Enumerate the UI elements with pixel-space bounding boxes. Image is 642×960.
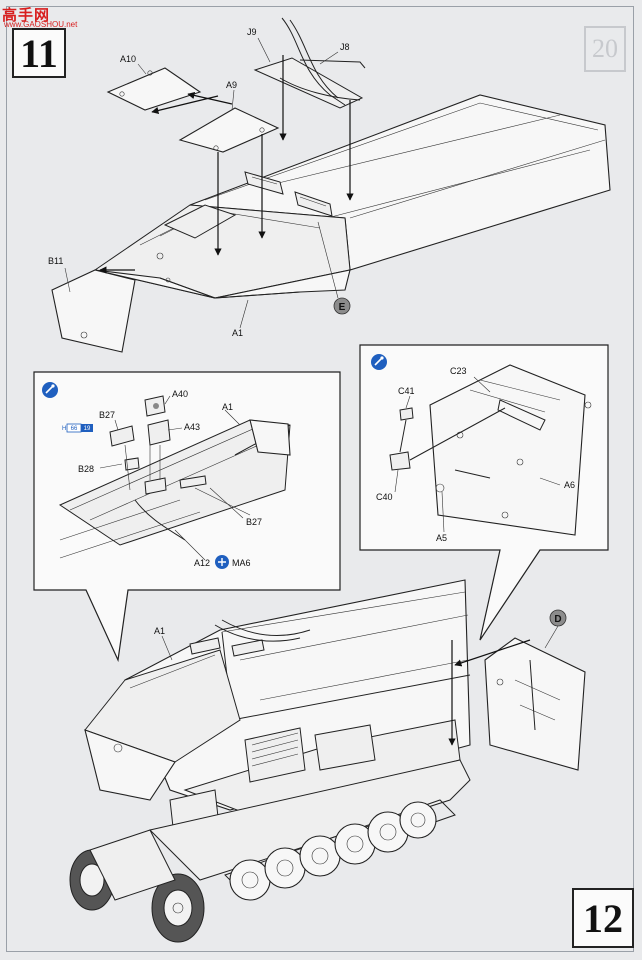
label-j9: J9 (247, 27, 257, 37)
label-a1-top: A1 (232, 328, 243, 338)
label-b27-top: B27 (99, 410, 115, 420)
label-a9: A9 (226, 80, 237, 90)
callout-d-letter: D (554, 614, 561, 625)
detail-box-right: C23 C41 A6 C40 A5 (359, 344, 609, 641)
road-wheels (229, 801, 437, 901)
label-a6: A6 (564, 480, 575, 490)
label-j8: J8 (340, 42, 350, 52)
page-number-ghost: 20 (584, 26, 626, 72)
vision-slot-right (294, 191, 333, 217)
callout-d: D (544, 609, 567, 649)
label-a1-detail: A1 (222, 402, 233, 412)
label-a40: A40 (172, 389, 188, 399)
step12-halftrack-assembly: D A1 (69, 579, 586, 943)
page-border (6, 6, 634, 952)
ref-prefix: H (62, 426, 66, 432)
callout-e: E (333, 297, 351, 315)
label-a5: A5 (436, 533, 447, 543)
rotate-icon (215, 555, 229, 569)
label-a43: A43 (184, 422, 200, 432)
callout-e-letter: E (339, 302, 346, 313)
label-a10: A10 (120, 54, 136, 64)
ref-num: 66 (71, 426, 78, 432)
label-c23: C23 (450, 366, 467, 376)
step-number-12: 12 (572, 888, 634, 948)
ref-step: 19 (84, 426, 91, 432)
label-b28: B28 (78, 464, 94, 474)
label-b11: B11 (48, 256, 63, 266)
vision-slot-left (244, 171, 284, 195)
step11-hull-assembly: A10 A9 J9 J8 B11 A1 E (48, 17, 611, 353)
part-j8-j9-frame (253, 17, 366, 109)
part-b11-plate (51, 269, 136, 353)
detail-box-left: A40 A1 A43 B27 B28 B27 A12 MA6 H 66 19 (33, 371, 341, 663)
label-a12: A12 (194, 558, 210, 568)
label-c40: C40 (376, 492, 393, 502)
part-a9-plate (178, 107, 280, 153)
cement-icon (42, 382, 58, 398)
cement-icon-right (371, 354, 387, 370)
label-a1-main: A1 (154, 626, 165, 636)
rear-door-d (484, 637, 586, 771)
watermark-logo: 高手网 (2, 7, 51, 24)
part-a10-plate (106, 67, 202, 111)
label-b27-bottom: B27 (246, 517, 262, 527)
label-ma6: MA6 (232, 558, 251, 568)
label-c41: C41 (398, 386, 415, 396)
part-a40-box (144, 395, 166, 417)
step-number-11: 11 (12, 28, 66, 78)
watermark-url: www.GAOSHOU.net (4, 20, 78, 29)
reference-badge: H 66 19 (62, 423, 93, 433)
